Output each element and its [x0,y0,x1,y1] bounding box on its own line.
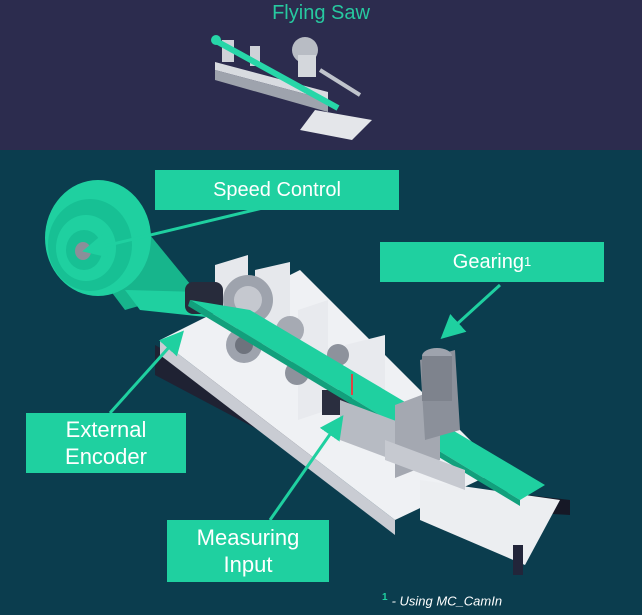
external-encoder-callout: External Encoder [26,413,186,473]
measuring-input-callout: Measuring Input [167,520,329,582]
gearing-footnote-marker: 1 [523,253,532,269]
footnote-text: - Using MC_CamIn [391,593,503,609]
measuring-input-label: Measuring Input [196,524,300,578]
diagram-title: Flying Saw [272,2,370,24]
speed-control-label: Speed Control [213,178,341,201]
small-machine-illustration [211,35,372,140]
speed-control-callout: Speed Control [155,170,399,210]
speed-control-connector [82,203,276,258]
gearing-label: Gearing [452,250,524,273]
external-encoder-connector [108,330,185,415]
external-encoder-label: External Encoder [65,416,147,470]
saw-carriage [340,348,465,490]
footnote: 1- Using MC_CamIn [382,592,502,608]
measuring-input-connector [268,415,344,521]
callout-connectors [82,203,502,521]
gearing-connector [440,283,502,340]
footnote-marker: 1 [382,592,388,603]
